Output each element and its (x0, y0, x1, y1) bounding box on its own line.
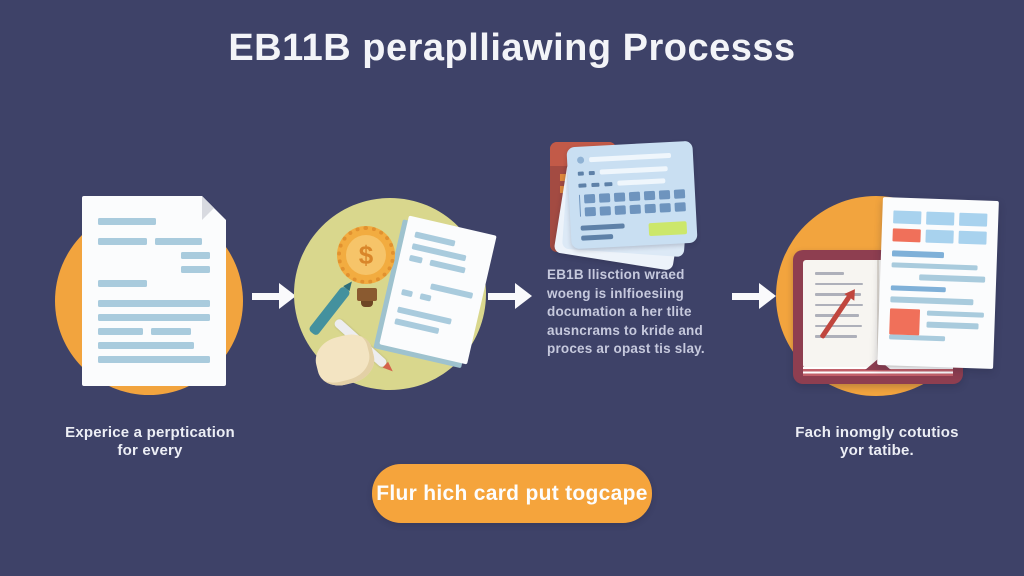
description-line: woeng is inlfioesiing (547, 285, 684, 301)
text-line (98, 328, 143, 335)
arrow-right-icon (488, 283, 534, 309)
text-line (98, 238, 147, 245)
caption-line: yor tatibe. (840, 442, 914, 459)
text-line (890, 284, 946, 293)
text-line (419, 293, 432, 302)
folded-corner-icon (202, 196, 226, 220)
form-card-icon (566, 140, 698, 250)
text-line (400, 288, 414, 298)
text-line (891, 261, 979, 271)
description-line: ausncrams to kride and (547, 322, 703, 338)
lightbulb-base (361, 301, 373, 307)
text-line (155, 238, 202, 245)
text-line (926, 321, 980, 329)
arrow-right-icon (732, 283, 778, 309)
application-document-icon (82, 196, 226, 386)
description-line: EB1B llisction wraed (547, 267, 685, 282)
caption-line: Fach inomgly cotutios (795, 424, 959, 441)
page-edges (803, 367, 953, 376)
cta-button[interactable]: Flur hich card put togcape (372, 464, 652, 523)
dollar-sign: $ (346, 235, 386, 275)
step3-caption: Fach inomgly cotutios yor tatibe. (761, 424, 993, 460)
page-title: EB11B peraplliawing Processs (228, 27, 796, 69)
description-text: EB1B llisction wraed woeng is inlfioesii… (547, 266, 737, 359)
text-line (891, 250, 944, 258)
text-line (181, 252, 210, 259)
summary-document-icon (877, 197, 999, 369)
text-line (428, 259, 466, 274)
text-line (408, 254, 423, 264)
description-line: documation a her tlite (547, 304, 692, 320)
step1-caption: Experice a perptication for every (30, 424, 270, 460)
text-line (98, 280, 147, 287)
card-stack-illustration (548, 134, 698, 271)
text-line (151, 328, 191, 335)
text-line (926, 310, 985, 318)
text-line (181, 266, 210, 273)
text-line (98, 342, 194, 349)
text-line (890, 296, 974, 305)
key (578, 194, 582, 217)
highlight-block (889, 307, 921, 335)
lightbulb-dollar-icon: $ (337, 226, 395, 284)
highlight-chip (648, 221, 688, 237)
text-line (98, 300, 210, 307)
arrow-right-icon (252, 283, 298, 309)
text-line (98, 314, 210, 321)
text-line (98, 356, 210, 363)
lightbulb-base (357, 288, 377, 301)
text-line (919, 274, 986, 283)
caption-line: Experice a perptication (65, 424, 235, 441)
description-line: proces ar opast tis slay. (547, 341, 705, 357)
caption-line: for every (117, 442, 183, 459)
text-line (98, 218, 156, 225)
